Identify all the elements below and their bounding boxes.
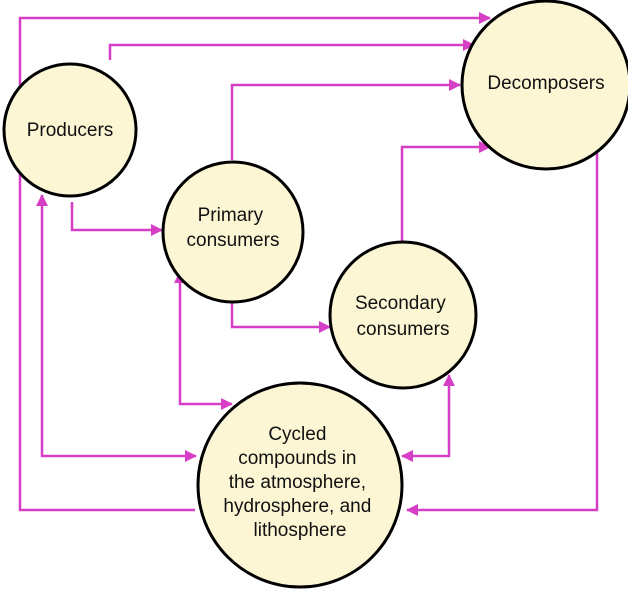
secondary-consumers-node: Secondary consumers xyxy=(328,240,478,390)
cycled-compounds-node: Cycled compounds in the atmosphere, hydr… xyxy=(196,381,404,589)
producers-node: Producers xyxy=(2,62,138,198)
primary-consumers-node: Primary consumers xyxy=(161,160,305,304)
arrow-secondary-to-decomposers xyxy=(400,141,491,246)
cycled-compounds-label: Cycled compounds in the atmosphere, hydr… xyxy=(223,424,376,541)
secondary-consumers-label: Secondary consumers xyxy=(355,293,451,340)
connections xyxy=(18,12,599,516)
decomposers-label: Decomposers xyxy=(487,73,604,94)
arrow-decomposers-to-cycled xyxy=(406,150,599,516)
arrow-cycled-primary-bidirectional xyxy=(174,271,233,410)
arrow-cycled-secondary-bidirectional xyxy=(401,374,455,462)
producers-label: Producers xyxy=(27,120,114,141)
primary-consumers-label: Primary consumers xyxy=(187,205,280,251)
arrow-producers-to-decomposers-outer xyxy=(18,12,491,95)
line-cycled-to-producers-outer xyxy=(18,160,195,512)
arrow-producers-to-primary xyxy=(70,202,163,236)
decomposers-node: Decomposers xyxy=(460,0,628,171)
arrow-primary-to-decomposers xyxy=(230,79,461,160)
arrow-primary-to-secondary xyxy=(230,300,331,333)
arrow-cycled-producers-bidirectional xyxy=(36,194,197,462)
arrow-producers-to-decomposers-inner xyxy=(108,39,475,60)
